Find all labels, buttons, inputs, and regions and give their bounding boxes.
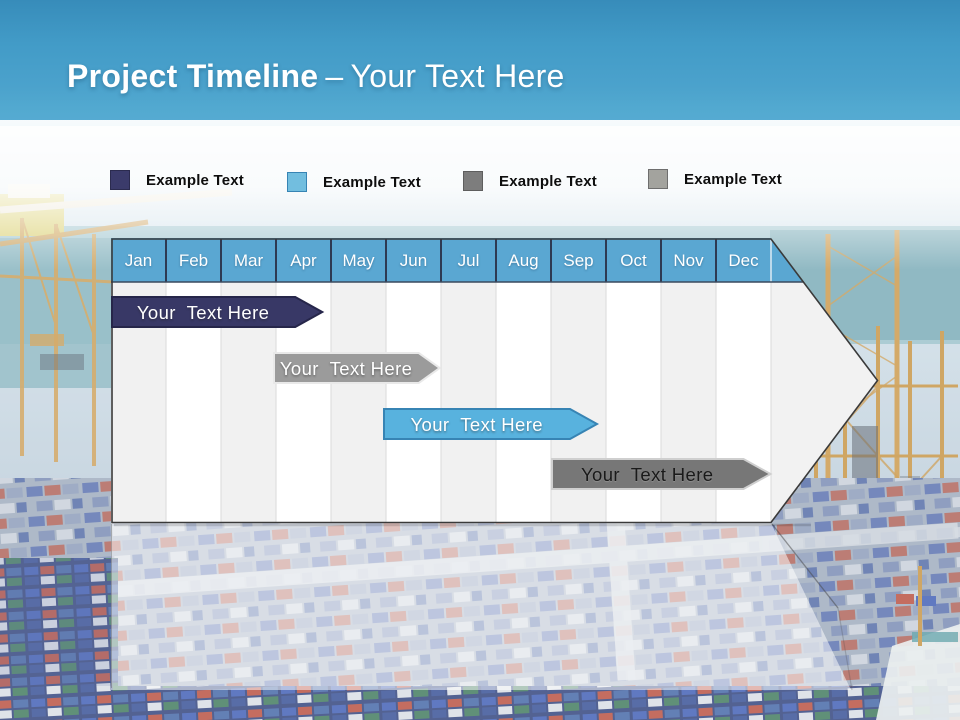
month-header-mar: Mar bbox=[233, 251, 264, 270]
legend-item: Example Text bbox=[287, 172, 421, 192]
month-header-aug: Aug bbox=[508, 251, 539, 270]
month-header-jun: Jun bbox=[399, 251, 428, 270]
month-header-feb: Feb bbox=[178, 251, 209, 270]
slide-title: Project Timeline–Your Text Here bbox=[67, 58, 565, 95]
legend-item: Example Text bbox=[463, 171, 597, 191]
bar-arrow-shape bbox=[111, 296, 325, 328]
timeline-bar: Your Text Here bbox=[551, 458, 773, 490]
legend-label: Example Text bbox=[146, 171, 244, 189]
month-header-jan: Jan bbox=[124, 251, 153, 270]
month-header-apr: Apr bbox=[290, 251, 317, 270]
bar-arrow-shape bbox=[273, 351, 442, 384]
bar-label: Your Text Here bbox=[279, 357, 413, 379]
legend-swatch bbox=[648, 169, 668, 189]
legend-swatch bbox=[110, 170, 130, 190]
legend-swatch bbox=[287, 172, 307, 192]
bar-label: Your Text Here bbox=[581, 464, 714, 485]
legend-swatch bbox=[463, 171, 483, 191]
month-header-sep: Sep bbox=[563, 251, 594, 270]
month-header-dec: Dec bbox=[728, 251, 759, 270]
bar-arrow-shape bbox=[383, 407, 600, 440]
legend-item: Example Text bbox=[648, 169, 782, 189]
legend-label: Example Text bbox=[499, 172, 597, 190]
slide-title-dash: – bbox=[325, 58, 344, 94]
bar-label: Your Text Here bbox=[410, 413, 543, 435]
month-header-row: Jan Feb Mar Apr May Jun Jul Aug Sep Oct Nov Dec bbox=[111, 238, 771, 282]
slide-title-main: Project Timeline bbox=[67, 58, 319, 94]
legend-label: Example Text bbox=[684, 170, 782, 188]
timeline-chart: Jan Feb Mar Apr May Jun Jul Aug Sep Oct Nov Dec You… bbox=[111, 238, 881, 528]
month-header-nov: Nov bbox=[673, 251, 704, 270]
legend-item: Example Text bbox=[110, 170, 244, 190]
bar-arrow-shape bbox=[551, 458, 773, 490]
month-header-oct: Oct bbox=[620, 251, 647, 270]
month-header-may: May bbox=[342, 251, 375, 270]
bar-label: Your Text Here bbox=[136, 302, 270, 323]
month-header-jul: Jul bbox=[457, 251, 480, 270]
timeline-bar: Your Text Here bbox=[273, 351, 442, 384]
slide-title-subtitle: Your Text Here bbox=[350, 58, 565, 94]
timeline-bar: Your Text Here bbox=[111, 296, 325, 328]
legend-label: Example Text bbox=[323, 173, 421, 191]
timeline-bar: Your Text Here bbox=[383, 407, 600, 440]
